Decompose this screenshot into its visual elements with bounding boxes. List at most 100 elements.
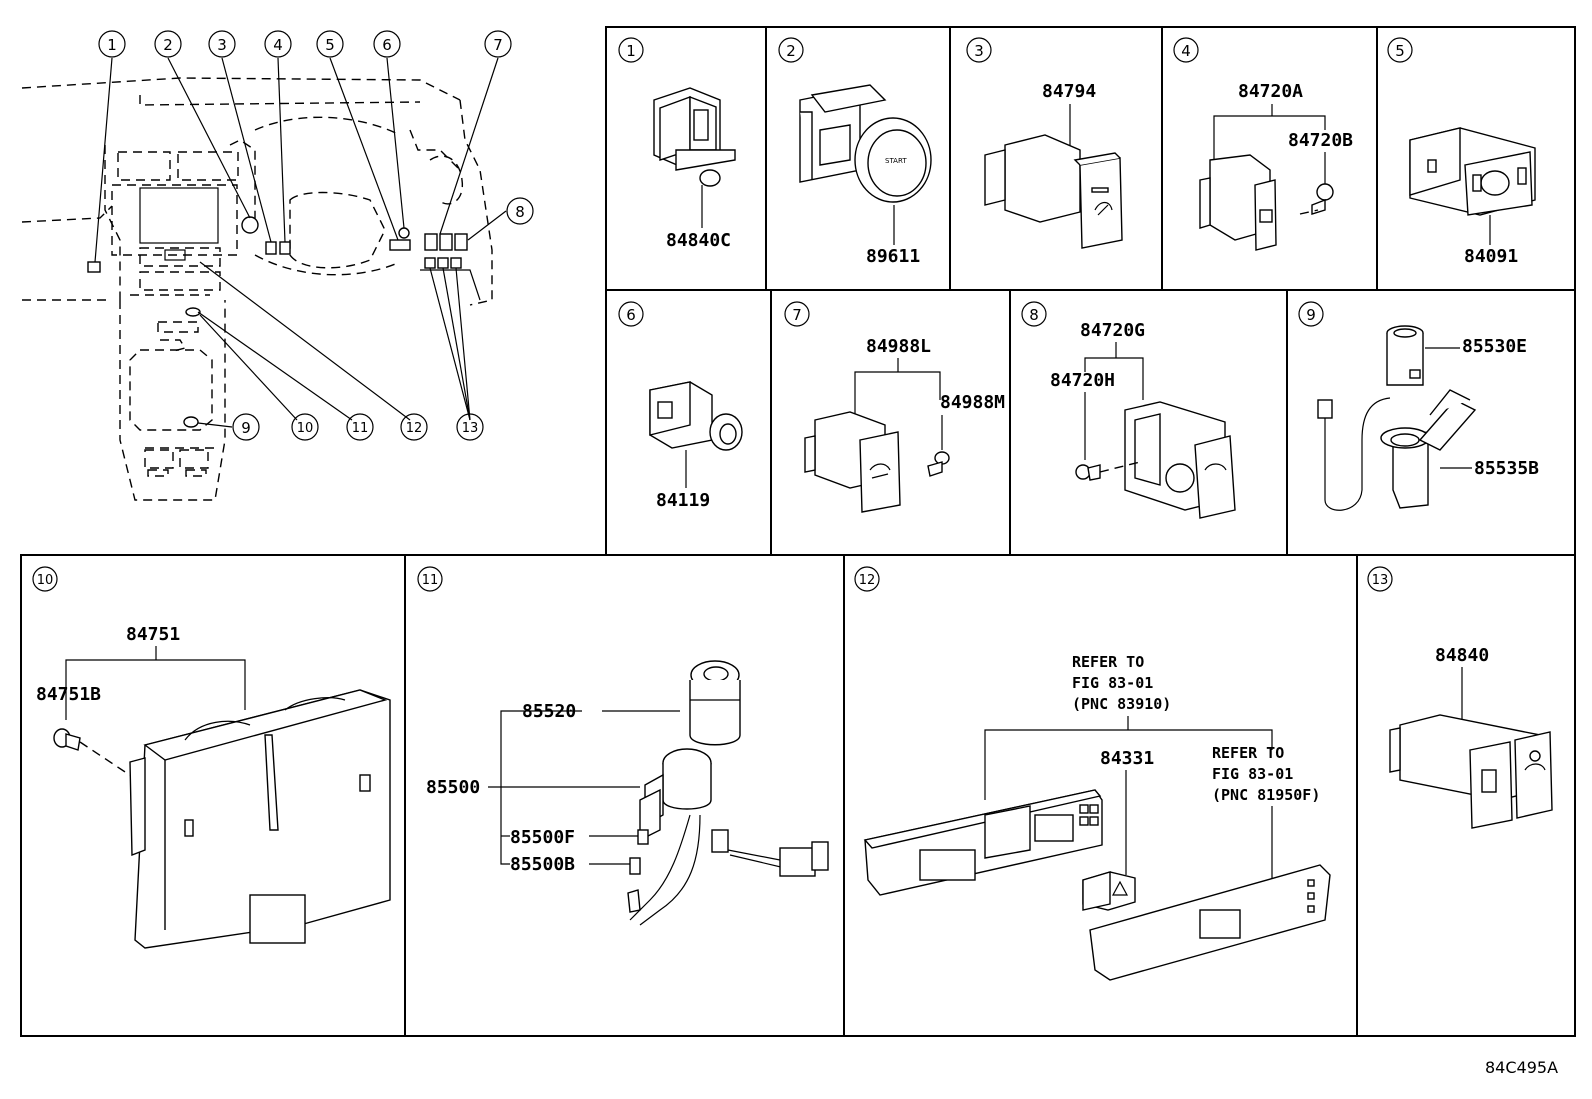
panel-7: 7 84988L 84988M bbox=[784, 301, 1005, 513]
part-85520-label: 85520 bbox=[522, 701, 576, 722]
svg-text:7: 7 bbox=[493, 36, 503, 54]
refer-83910-drawing bbox=[863, 789, 1103, 896]
refer-a-line-3: (PNC 83910) bbox=[1072, 695, 1171, 713]
callout-3: 3 bbox=[208, 30, 236, 58]
svg-text:START: START bbox=[885, 157, 907, 165]
callout-4: 4 bbox=[264, 30, 292, 58]
part-84840-label: 84840 bbox=[1435, 645, 1489, 666]
svg-text:12: 12 bbox=[406, 421, 423, 436]
panel-5-number: 5 bbox=[1395, 42, 1405, 60]
part-84720a-drawing bbox=[1199, 154, 1277, 251]
panel-8: 8 84720G 84720H bbox=[1021, 301, 1236, 519]
refer-a-line-1: REFER TO bbox=[1072, 653, 1144, 671]
part-84794-drawing bbox=[984, 134, 1123, 249]
overview-callouts: 1 2 3 4 5 6 7 8 9 10 11 12 13 bbox=[98, 30, 534, 441]
panel-10: 10 84751 84751B bbox=[32, 566, 391, 949]
panel-2-number: 2 bbox=[786, 42, 796, 60]
panel-13: 13 84840 bbox=[1367, 566, 1553, 829]
callout-1: 1 bbox=[98, 30, 126, 58]
part-84751-drawing bbox=[129, 689, 391, 949]
panel-2: 2 START 89611 bbox=[778, 37, 932, 267]
part-85500f-drawing bbox=[637, 829, 649, 845]
part-85500-label: 85500 bbox=[426, 777, 480, 798]
callout-11: 11 bbox=[346, 413, 374, 441]
panel-12-number: 12 bbox=[859, 573, 876, 588]
panel-11: 11 85520 85500 85500F 85500B bbox=[417, 566, 829, 926]
panel-3-number: 3 bbox=[974, 42, 984, 60]
part-84988m-drawing bbox=[927, 451, 950, 477]
callout-9: 9 bbox=[232, 413, 260, 441]
refer-b-line-2: FIG 83-01 bbox=[1212, 765, 1293, 783]
part-84119-label: 84119 bbox=[656, 490, 710, 511]
svg-text:9: 9 bbox=[241, 419, 251, 437]
part-84091-drawing bbox=[1409, 127, 1536, 216]
part-84840c-drawing bbox=[653, 87, 736, 187]
callout-7: 7 bbox=[484, 30, 512, 58]
svg-text:11: 11 bbox=[352, 421, 369, 436]
part-85500b-drawing bbox=[627, 857, 641, 913]
part-84840-drawing bbox=[1389, 714, 1553, 829]
svg-text:3: 3 bbox=[217, 36, 227, 54]
callout-6: 6 bbox=[373, 30, 401, 58]
part-84720h-drawing bbox=[1075, 461, 1141, 481]
diagram-code: 84C495A bbox=[1485, 1058, 1558, 1077]
refer-81950f-drawing bbox=[1089, 864, 1331, 981]
panel-11-number: 11 bbox=[422, 573, 439, 588]
refer-b-line-1: REFER TO bbox=[1212, 744, 1284, 762]
callout-8: 8 bbox=[506, 197, 534, 225]
panel-9: 9 85530E 85535B bbox=[1298, 301, 1539, 511]
part-84091-label: 84091 bbox=[1464, 246, 1518, 267]
part-85500b-label: 85500B bbox=[510, 854, 575, 875]
callout-5: 5 bbox=[316, 30, 344, 58]
panel-6-number: 6 bbox=[626, 306, 636, 324]
part-84720g-drawing bbox=[1124, 401, 1236, 519]
callout-13: 13 bbox=[456, 413, 484, 441]
svg-text:2: 2 bbox=[163, 36, 173, 54]
panel-1: 1 84840C bbox=[618, 37, 736, 251]
refer-to-81950f: REFER TO FIG 83-01 (PNC 81950F) bbox=[1212, 744, 1320, 804]
refer-to-83910: REFER TO FIG 83-01 (PNC 83910) bbox=[1072, 653, 1171, 713]
panel-9-number: 9 bbox=[1306, 306, 1316, 324]
refer-a-line-2: FIG 83-01 bbox=[1072, 674, 1153, 692]
part-84988m-label: 84988M bbox=[940, 392, 1005, 413]
panel-7-number: 7 bbox=[792, 306, 802, 324]
part-85535b-label: 85535B bbox=[1474, 458, 1539, 479]
panel-5: 5 84091 bbox=[1387, 37, 1536, 267]
panel-13-number: 13 bbox=[1372, 573, 1389, 588]
part-85535b-drawing bbox=[1380, 389, 1477, 509]
callout-12: 12 bbox=[400, 413, 428, 441]
refer-b-line-3: (PNC 81950F) bbox=[1212, 786, 1320, 804]
svg-text:13: 13 bbox=[462, 421, 479, 436]
panel-6: 6 84119 bbox=[618, 301, 743, 511]
svg-text:8: 8 bbox=[515, 203, 525, 221]
part-85530e-drawing bbox=[1386, 325, 1424, 386]
panel-4-number: 4 bbox=[1181, 42, 1191, 60]
part-84720g-label: 84720G bbox=[1080, 320, 1145, 341]
dashboard-overview bbox=[21, 57, 507, 501]
part-84751-label: 84751 bbox=[126, 624, 180, 645]
part-85500f-label: 85500F bbox=[510, 827, 575, 848]
part-85520-drawing bbox=[689, 660, 741, 746]
svg-text:5: 5 bbox=[325, 36, 335, 54]
panel-10-number: 10 bbox=[37, 573, 54, 588]
panel-1-number: 1 bbox=[626, 42, 636, 60]
part-84840c-label: 84840C bbox=[666, 230, 731, 251]
svg-text:1: 1 bbox=[107, 36, 117, 54]
part-84119-drawing bbox=[649, 381, 743, 451]
svg-text:10: 10 bbox=[297, 421, 314, 436]
part-84720b-drawing bbox=[1299, 183, 1334, 215]
part-84720b-label: 84720B bbox=[1288, 130, 1353, 151]
part-84331-drawing bbox=[1082, 871, 1136, 911]
panel-8-number: 8 bbox=[1029, 306, 1039, 324]
part-84331-label: 84331 bbox=[1100, 748, 1154, 769]
panel-frames bbox=[20, 26, 1576, 1037]
panel-3: 3 84794 bbox=[966, 37, 1123, 249]
part-84751b-label: 84751B bbox=[36, 684, 101, 705]
part-84988l-label: 84988L bbox=[866, 336, 931, 357]
part-84988l-drawing bbox=[804, 411, 901, 513]
part-85500-drawing bbox=[629, 748, 829, 926]
part-89611-label: 89611 bbox=[866, 246, 920, 267]
svg-text:4: 4 bbox=[273, 36, 283, 54]
callout-2: 2 bbox=[154, 30, 182, 58]
